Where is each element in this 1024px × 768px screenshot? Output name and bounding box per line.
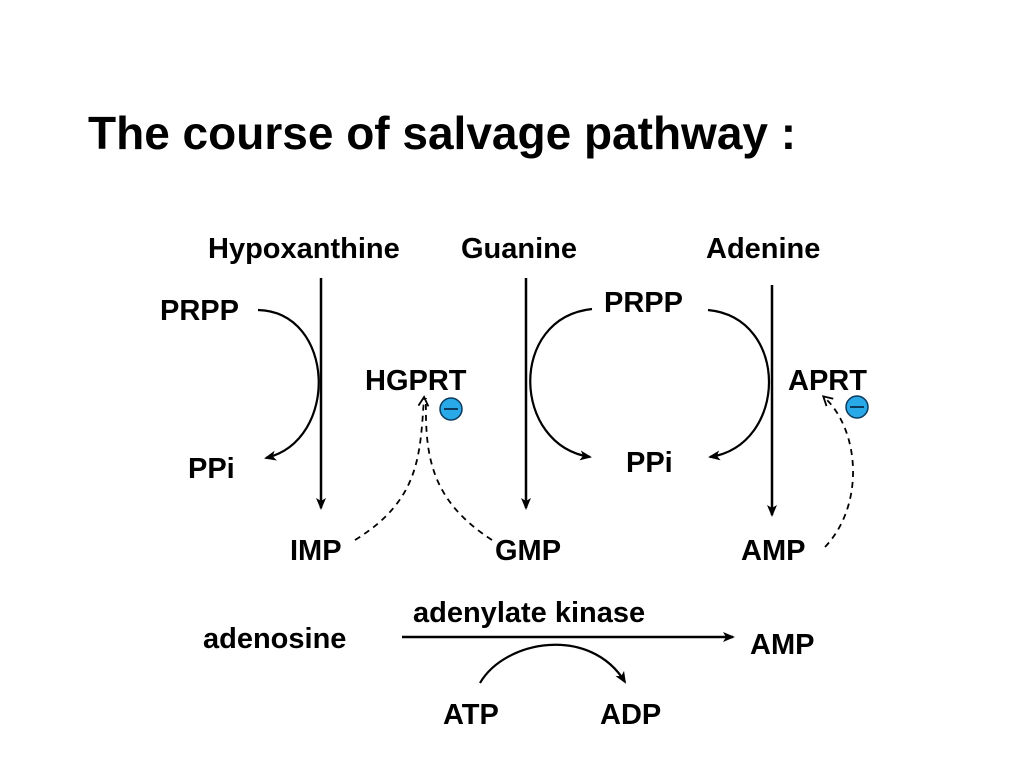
prpp-to-ppi-left-curve [257,308,320,461]
prpp-left-label: PRPP [160,295,239,327]
prpp-to-ppi-middle-curve [529,307,593,461]
hgprt-label: HGPRT [365,365,467,397]
aprt-label: APRT [788,365,867,397]
atp-to-adp-curve [479,643,627,684]
ppi-right-label: PPi [626,447,673,479]
ppi-left-label: PPi [188,453,235,485]
amp-label: AMP [741,535,805,567]
prpp-right-label: PRPP [604,287,683,319]
hgprt-inhibition-minus-icon [439,397,463,421]
gmp-label: GMP [495,535,561,567]
aprt-inhibition-minus-icon [845,395,869,419]
imp-feedback-arrow [354,395,430,541]
adenylate-kinase-label: adenylate kinase [413,597,645,629]
imp-label: IMP [290,535,342,567]
gmp-feedback-arrow [424,397,493,541]
guanine-label: Guanine [461,233,577,265]
atp-label: ATP [443,699,499,731]
adenine-label: Adenine [706,233,820,265]
hypoxanthine-label: Hypoxanthine [208,233,400,265]
adenosine-label: adenosine [203,623,346,655]
prpp-to-ppi-right-curve [707,308,770,461]
adp-label: ADP [600,699,661,731]
amp-feedback-arrow [821,395,854,548]
slide-title: The course of salvage pathway : [88,107,797,159]
kinase-amp-label: AMP [750,629,814,661]
